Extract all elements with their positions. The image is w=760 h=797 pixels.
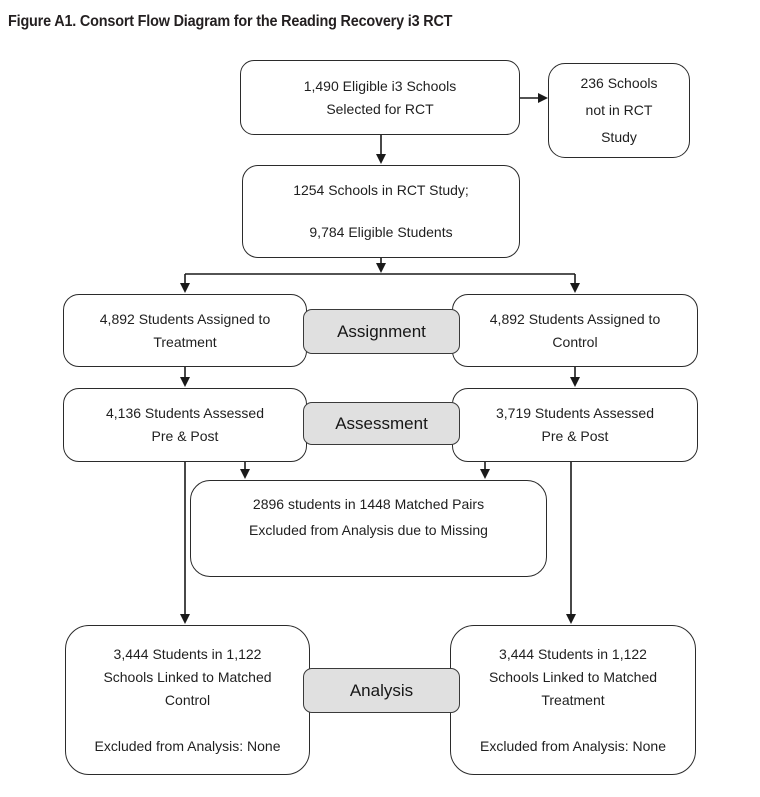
box-line: 1,490 Eligible i3 Schools bbox=[303, 77, 457, 94]
box-line: Pre & Post bbox=[541, 428, 609, 444]
box-eligible-schools: 1,490 Eligible i3 Schools Selected for R… bbox=[240, 60, 520, 135]
box-analysis-control: 3,444 Students in 1,122 Schools Linked t… bbox=[65, 625, 310, 775]
box-line: Study bbox=[601, 129, 637, 145]
box-rct-study: 1254 Schools in RCT Study; 9,784 Eligibl… bbox=[242, 165, 520, 258]
stage-label-analysis: Analysis bbox=[303, 668, 460, 713]
box-line: Pre & Post bbox=[151, 428, 219, 444]
box-assessed-treatment: 4,136 Students Assessed Pre & Post bbox=[63, 388, 307, 462]
box-line: 3,719 Students Assessed bbox=[496, 405, 654, 421]
box-line: Schools Linked to Matched bbox=[488, 668, 658, 685]
box-excluded-matched-pairs: 2896 students in 1448 Matched Pairs Excl… bbox=[190, 480, 547, 577]
box-line: 1254 Schools in RCT Study; bbox=[293, 182, 469, 198]
box-line: 4,136 Students Assessed bbox=[106, 405, 264, 421]
stage-label-text: Assignment bbox=[337, 321, 426, 341]
box-line: not in RCT bbox=[585, 102, 653, 118]
stage-label-assessment: Assessment bbox=[303, 402, 460, 445]
box-line: Excluded from Analysis: None bbox=[480, 737, 666, 754]
box-line: Treatment bbox=[153, 333, 217, 350]
box-line: 2896 students in 1448 Matched Pairs bbox=[252, 496, 485, 512]
box-line: Excluded from Analysis due to Missing bbox=[249, 522, 488, 538]
box-assigned-control: 4,892 Students Assigned to Control bbox=[452, 294, 698, 367]
box-line: Schools Linked to Matched bbox=[103, 668, 272, 685]
box-line: Treatment bbox=[541, 691, 605, 708]
box-schools-not-in-rct: 236 Schools not in RCT Study bbox=[548, 63, 690, 158]
box-line: 4,892 Students Assigned to bbox=[489, 310, 661, 327]
box-line: 4,892 Students Assigned to bbox=[99, 310, 271, 327]
box-assigned-treatment: 4,892 Students Assigned to Treatment bbox=[63, 294, 307, 367]
stage-label-text: Assessment bbox=[335, 413, 428, 433]
box-line: 9,784 Eligible Students bbox=[309, 224, 453, 240]
box-line: 236 Schools bbox=[580, 75, 658, 91]
figure-title: Figure A1. Consort Flow Diagram for the … bbox=[8, 13, 453, 30]
box-line: 3,444 Students in 1,122 bbox=[499, 645, 647, 662]
box-line: Excluded from Analysis: None bbox=[94, 737, 281, 754]
box-assessed-control: 3,719 Students Assessed Pre & Post bbox=[452, 388, 698, 462]
box-analysis-treatment: 3,444 Students in 1,122 Schools Linked t… bbox=[450, 625, 696, 775]
stage-label-text: Analysis bbox=[349, 680, 414, 700]
stage-label-assignment: Assignment bbox=[303, 309, 460, 354]
box-line: Selected for RCT bbox=[326, 100, 434, 117]
box-line: Control bbox=[552, 333, 598, 350]
box-line: Control bbox=[164, 691, 211, 708]
box-line: 3,444 Students in 1,122 bbox=[113, 645, 262, 662]
